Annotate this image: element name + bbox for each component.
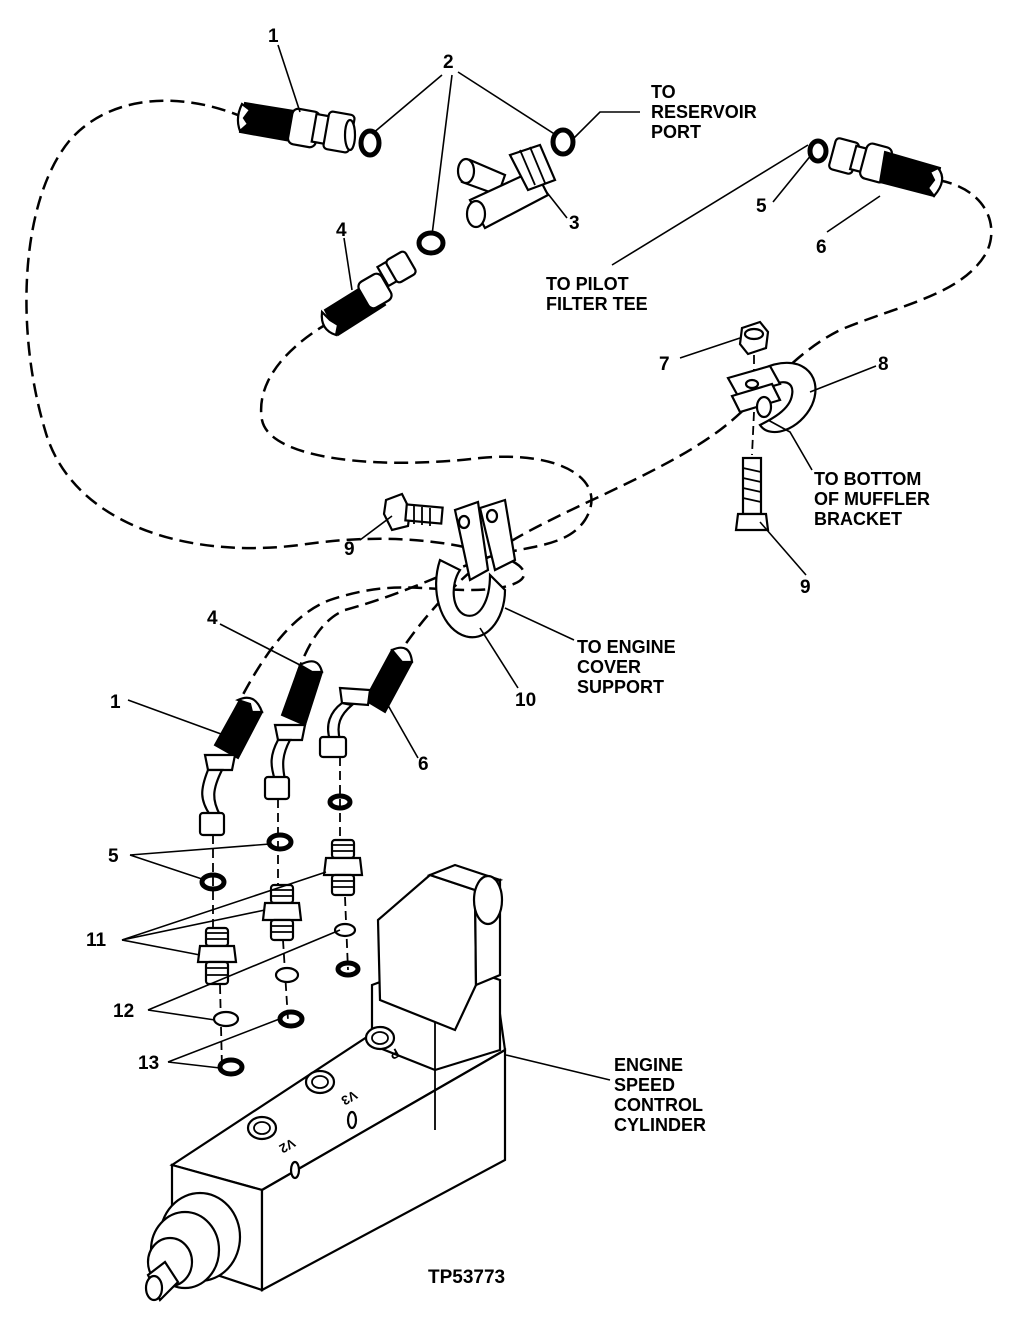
- callout-7: 7: [659, 354, 670, 375]
- callout-1-top: 1: [268, 26, 279, 47]
- callout-5-top: 5: [756, 196, 767, 217]
- o-ring-5-left: [199, 872, 227, 892]
- assembly-line-9r: [751, 411, 755, 456]
- callout-6-top: 6: [816, 237, 827, 258]
- callout-2: 2: [443, 52, 454, 73]
- callout-9-left: 9: [344, 539, 355, 560]
- bolt-9-right: [734, 456, 770, 532]
- callout-4-mid: 4: [207, 608, 218, 629]
- hose-1-route: [25, 99, 526, 711]
- clamp-8: [726, 361, 817, 434]
- washer-12-mid: [274, 966, 300, 984]
- hose-end-6-lower: [318, 646, 414, 759]
- callout-6-mid: 6: [418, 754, 429, 775]
- note-to-muffler-bracket: TO BOTTOM OF MUFFLER BRACKET: [814, 469, 935, 529]
- bolt-9-left: [382, 492, 444, 532]
- callout-4-top: 4: [336, 220, 347, 241]
- clamp-10: [435, 498, 517, 639]
- o-ring-13-mid: [277, 1009, 305, 1029]
- adapter-11-right: [322, 838, 364, 897]
- hose-end-6-top: [828, 137, 944, 198]
- washer-12-right: [333, 922, 357, 938]
- note-engine-speed-control-cylinder: ENGINE SPEED CONTROL CYLINDER: [614, 1055, 708, 1135]
- leader-lines: [121, 44, 881, 1081]
- o-ring-13-left: [217, 1057, 245, 1077]
- hose-end-1-lower: [198, 696, 264, 837]
- hose-end-1-top: [236, 101, 357, 154]
- callout-12: 12: [113, 1001, 134, 1022]
- adapter-11-left: [196, 926, 238, 986]
- o-ring-2c: [416, 230, 446, 256]
- note-to-engine-cover-support: TO ENGINE COVER SUPPORT: [577, 637, 681, 697]
- figure-id: TP53773: [428, 1267, 505, 1288]
- callout-5-low: 5: [108, 846, 119, 867]
- callout-9-right: 9: [800, 577, 811, 598]
- callout-13: 13: [138, 1053, 159, 1074]
- adapter-11-mid: [261, 883, 303, 942]
- o-ring-2b: [550, 127, 576, 157]
- port-mark-v3: V3: [339, 1087, 360, 1108]
- callout-10: 10: [515, 690, 536, 711]
- nut-7: [738, 320, 770, 356]
- o-ring-5-top: [807, 138, 829, 164]
- o-ring-2a: [358, 128, 382, 158]
- o-ring-13-right: [335, 960, 361, 978]
- o-ring-5-right: [327, 793, 353, 811]
- callout-3: 3: [569, 213, 580, 234]
- callout-1-mid: 1: [110, 692, 121, 713]
- callout-8: 8: [878, 354, 889, 375]
- o-ring-5-mid: [266, 832, 294, 852]
- callout-11: 11: [86, 930, 107, 951]
- tee-fitting-3: [456, 143, 557, 230]
- callouts: 1 2 3 4 5 6 7 8 9 9 10 4 1 6 5 11 12 13: [86, 26, 889, 1074]
- note-to-reservoir-port: TO RESERVOIR PORT: [651, 82, 762, 142]
- hose-end-4-lower: [263, 660, 324, 801]
- note-labels: TO RESERVOIR PORT TO PILOT FILTER TEE TO…: [546, 82, 935, 1135]
- hose-end-4-top: [320, 250, 417, 337]
- port-mark-v2: V2: [277, 1135, 298, 1156]
- note-to-pilot-filter-tee: TO PILOT FILTER TEE: [546, 274, 648, 314]
- hose-6-route: [393, 178, 993, 661]
- engine-speed-control-cylinder: [144, 863, 507, 1302]
- washer-12-left: [212, 1010, 240, 1028]
- hose-4-route: [259, 320, 593, 681]
